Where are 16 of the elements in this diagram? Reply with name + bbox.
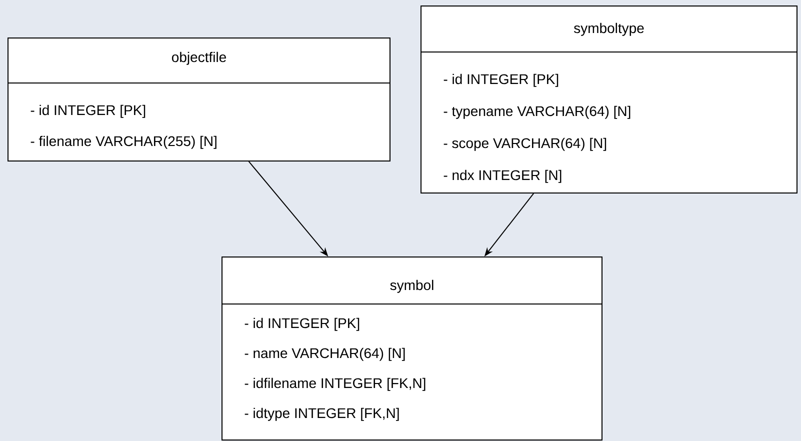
field-row: - idtype INTEGER [FK,N] xyxy=(244,408,399,421)
table-title: symbol xyxy=(390,280,434,293)
field-row: - ndx INTEGER [N] xyxy=(444,170,562,183)
table-title: symboltype xyxy=(574,22,644,36)
field-row: - id INTEGER [PK] xyxy=(444,74,558,87)
field-row: - filename VARCHAR(255) [N] xyxy=(30,136,216,149)
field-row: - name VARCHAR(64) [N] xyxy=(244,348,405,361)
table-box xyxy=(8,38,390,162)
field-row: - scope VARCHAR(64) [N] xyxy=(444,138,606,151)
field-row: - id INTEGER [PK] xyxy=(244,318,360,331)
field-row: - idfilename INTEGER [FK,N] xyxy=(244,378,426,391)
table-box xyxy=(420,6,798,194)
table-title: objectfile xyxy=(172,52,226,65)
table-box xyxy=(222,256,602,440)
field-row: - typename VARCHAR(64) [N] xyxy=(444,106,630,119)
field-row: - id INTEGER [PK] xyxy=(30,104,146,118)
